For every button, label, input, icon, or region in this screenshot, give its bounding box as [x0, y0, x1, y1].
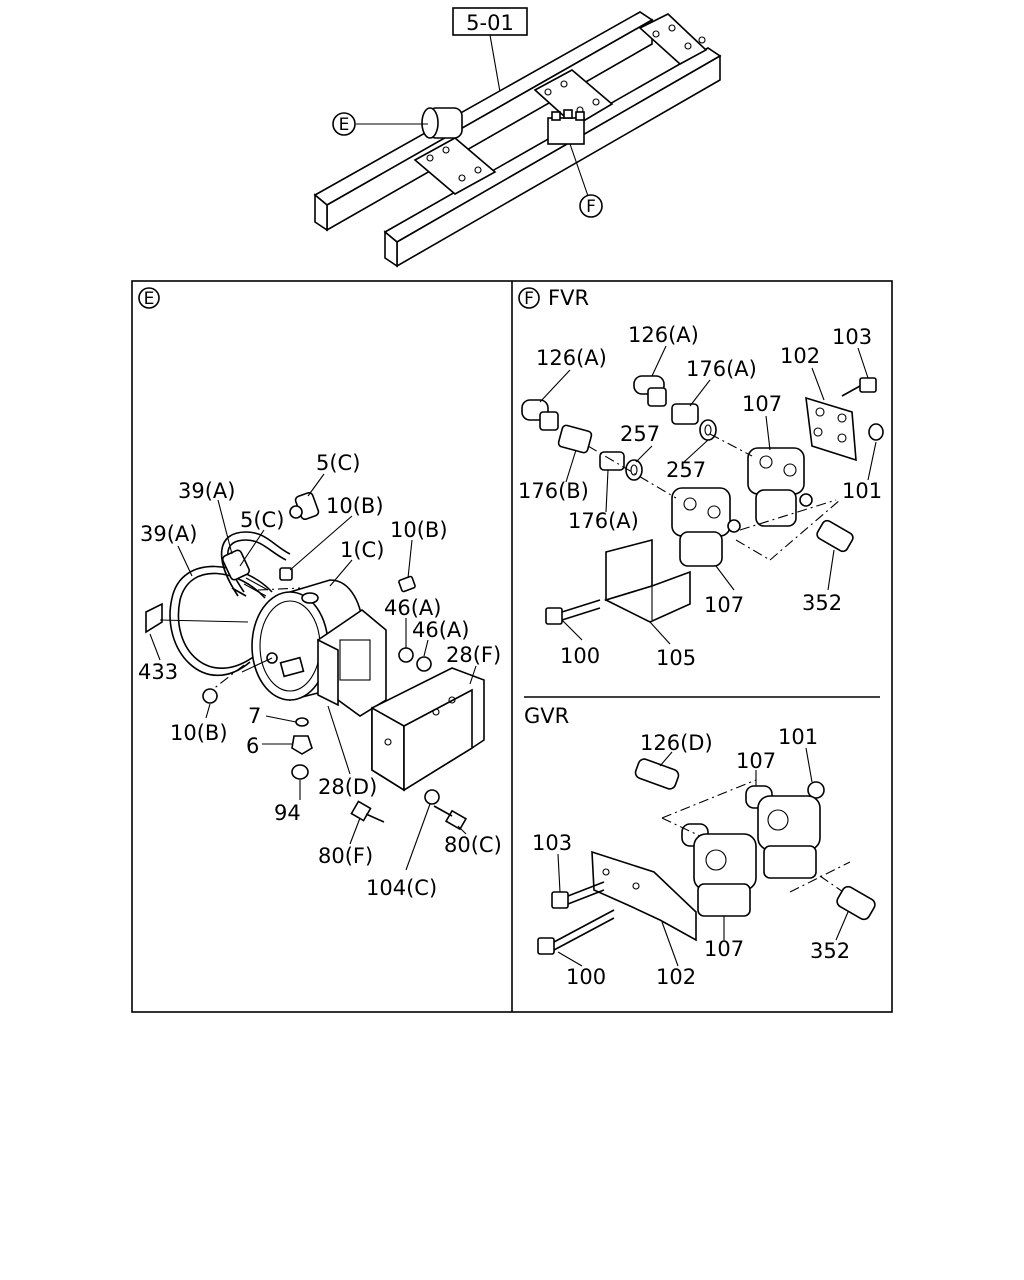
- label-107-gvr-bottom: 107: [704, 937, 744, 961]
- label-46a-1: 46(A): [384, 596, 441, 620]
- label-80c: 80(C): [444, 833, 502, 857]
- label-101-gvr: 101: [778, 725, 818, 749]
- label-107-fvr-top: 107: [742, 392, 782, 416]
- label-102-gvr: 102: [656, 965, 696, 989]
- valve-on-frame: [547, 109, 585, 145]
- label-107-gvr-top: 107: [736, 749, 776, 773]
- label-103-gvr: 103: [532, 831, 572, 855]
- label-176a-mid: 176(A): [568, 509, 639, 533]
- leaders-gvr: [557, 747, 849, 967]
- label-352-fvr: 352: [802, 591, 842, 615]
- leaders-f: [539, 345, 877, 645]
- label-28f: 28(F): [446, 643, 501, 667]
- rail-holes: [426, 24, 706, 182]
- callout-e-circle: [332, 112, 356, 136]
- label-352-gvr: 352: [810, 939, 850, 963]
- bracket-102-gvr: [591, 850, 697, 942]
- label-1c: 1(C): [340, 538, 384, 562]
- fitting-5c-upper: [289, 491, 320, 521]
- bolt-80c: [433, 805, 468, 831]
- panel-f-title: FVR: [548, 286, 589, 310]
- label-94: 94: [274, 801, 301, 825]
- label-105: 105: [656, 646, 696, 670]
- callout-f-circle: [579, 194, 603, 218]
- air-tank-on-frame: [421, 107, 463, 139]
- bracket-28f: [371, 667, 485, 792]
- label-257-1: 257: [620, 422, 660, 446]
- bolt-80f: [350, 800, 385, 823]
- panel-e-callout-circle: [138, 287, 160, 309]
- label-10b-bottom: 10(B): [170, 721, 228, 745]
- panel-f-callout-circle: [518, 287, 540, 309]
- label-39a-left: 39(A): [140, 522, 197, 546]
- label-102-fvr: 102: [780, 344, 820, 368]
- bracket-105: [603, 538, 691, 623]
- label-5c-mid: 5(C): [240, 508, 284, 532]
- label-10b-right: 10(B): [390, 518, 448, 542]
- label-176a-top: 176(A): [686, 357, 757, 381]
- valve-107-gvr-lower: [681, 823, 757, 917]
- label-80f: 80(F): [318, 844, 373, 868]
- label-5c-top: 5(C): [316, 451, 360, 475]
- label-104c: 104(C): [366, 876, 437, 900]
- fitting-5c-mid: [221, 549, 269, 597]
- elbow-126a-top: [633, 375, 667, 407]
- label-28d: 28(D): [318, 775, 377, 799]
- label-101-fvr: 101: [842, 479, 882, 503]
- valve-107-upper: [747, 447, 813, 527]
- callout-e-letter: E: [339, 115, 350, 135]
- bracket-28d: [317, 608, 387, 717]
- ref-code: 5-01: [466, 11, 514, 35]
- label-46a-2: 46(A): [412, 618, 469, 642]
- panel-gvr-title: GVR: [524, 704, 569, 728]
- chassis-overview: 5-01: [313, 7, 722, 268]
- callout-f-letter: F: [586, 197, 596, 217]
- valve-107-gvr-upper: [745, 785, 821, 879]
- label-433: 433: [138, 660, 178, 684]
- label-107-fvr-bottom: 107: [704, 593, 744, 617]
- panel-e: E: [138, 287, 502, 900]
- label-100-gvr: 100: [566, 965, 606, 989]
- label-257-2: 257: [666, 458, 706, 482]
- label-126a-top: 126(A): [628, 323, 699, 347]
- label-103-fvr: 103: [832, 325, 872, 349]
- label-39a-top: 39(A): [178, 479, 235, 503]
- panel-f-fvr: F FVR: [518, 286, 884, 670]
- label-126a-left: 126(A): [536, 346, 607, 370]
- label-6: 6: [246, 734, 259, 758]
- label-10b-top: 10(B): [326, 494, 384, 518]
- label-7: 7: [248, 704, 261, 728]
- bracket-102-fvr: [805, 396, 857, 462]
- label-100-fvr: 100: [560, 644, 600, 668]
- panel-f-callout-letter: F: [524, 289, 534, 309]
- elbow-126a-left: [521, 399, 559, 431]
- panel-e-callout-letter: E: [144, 289, 155, 309]
- label-126d: 126(D): [640, 731, 713, 755]
- leaders-e: [149, 473, 477, 871]
- panel-gvr: GVR: [524, 704, 876, 989]
- valve-107-lower: [671, 487, 741, 567]
- label-176b: 176(B): [518, 479, 589, 503]
